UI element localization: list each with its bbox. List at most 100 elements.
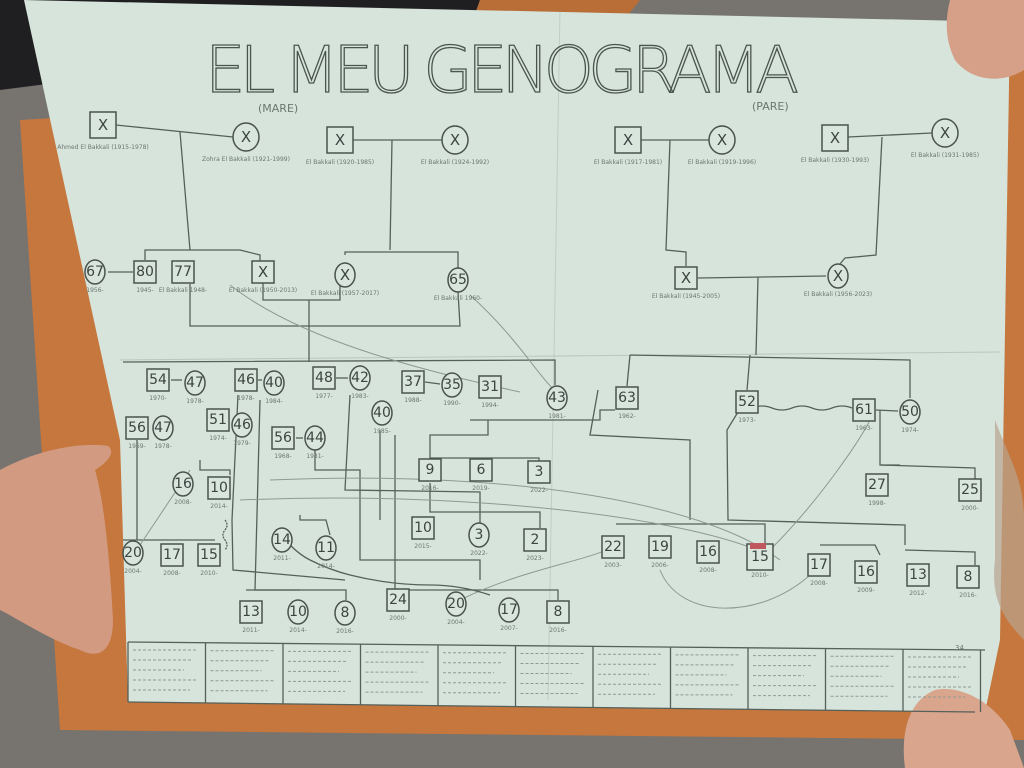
person-caption: Ahmed El Bakkali (1915-1978) xyxy=(57,144,148,151)
deceased-mark: X xyxy=(940,124,950,142)
age-label: 77 xyxy=(174,264,192,280)
person-caption: 1981- xyxy=(306,453,323,460)
paper-sheet xyxy=(24,0,1010,712)
deceased-mark: X xyxy=(717,131,727,149)
age-label: 16 xyxy=(699,544,717,560)
person-caption: 2007- xyxy=(500,625,517,632)
person-caption: 2014- xyxy=(317,563,334,570)
female-symbol xyxy=(349,365,371,391)
person-node-circle: XEl Bakkali (1957-2017) xyxy=(311,262,379,297)
age-label: 52 xyxy=(738,394,756,410)
deceased-mark: X xyxy=(450,131,460,149)
person-node-square: XEl Bakkali (1917-1981) xyxy=(594,126,662,166)
person-caption: 2003- xyxy=(604,562,621,569)
person-caption: 2015- xyxy=(414,543,431,550)
person-caption: 2008- xyxy=(163,570,180,577)
person-caption: 2004- xyxy=(124,568,141,575)
person-caption: El Bakkali (1919-1996) xyxy=(688,159,756,166)
person-caption: El Bakkali 1960- xyxy=(434,295,482,302)
person-caption: 1968- xyxy=(274,453,291,460)
age-label: 43 xyxy=(548,390,566,406)
age-label: 46 xyxy=(233,417,251,433)
person-caption: El Bakkali (1920-1985) xyxy=(306,159,374,166)
person-caption: 1979- xyxy=(233,440,250,447)
age-label: 65 xyxy=(449,272,467,288)
female-symbol xyxy=(263,370,285,396)
female-symbol xyxy=(498,597,520,623)
male-symbol xyxy=(523,528,547,552)
age-label: 8 xyxy=(554,604,563,620)
person-caption: 2008- xyxy=(810,580,827,587)
female-symbol xyxy=(445,591,467,617)
paper-fold xyxy=(119,351,1001,361)
age-label: 2 xyxy=(531,532,540,548)
left-hand xyxy=(0,444,113,654)
age-label: 22 xyxy=(604,539,622,555)
male-symbol xyxy=(958,478,982,502)
female-symbol xyxy=(827,263,849,289)
age-label: 17 xyxy=(163,547,181,563)
age-label: 40 xyxy=(265,375,283,391)
male-symbol xyxy=(411,516,435,540)
person-caption: 2010- xyxy=(200,570,217,577)
person-node-circle: XEl Bakkali (1956-2023) xyxy=(804,263,872,298)
age-label: 35 xyxy=(443,377,461,393)
female-symbol xyxy=(315,535,337,561)
person-caption: El Bakkali (1957-2017) xyxy=(311,290,379,297)
male-symbol xyxy=(239,600,263,624)
female-symbol xyxy=(708,125,736,155)
person-caption: 1970- xyxy=(149,395,166,402)
age-label: 40 xyxy=(373,405,391,421)
age-label: 47 xyxy=(186,375,204,391)
male-symbol xyxy=(854,560,878,584)
person-caption: 2019- xyxy=(472,485,489,492)
age-label: 15 xyxy=(751,549,769,565)
female-symbol xyxy=(371,400,393,426)
age-label: 9 xyxy=(426,462,435,478)
male-symbol xyxy=(326,126,354,154)
person-caption: 1990- xyxy=(443,400,460,407)
age-label: 13 xyxy=(242,604,260,620)
age-label: 56 xyxy=(274,430,292,446)
person-caption: 1977- xyxy=(315,393,332,400)
deceased-mark: X xyxy=(833,267,843,285)
male-symbol xyxy=(469,458,493,482)
age-label: 11 xyxy=(317,540,335,556)
male-symbol xyxy=(807,553,831,577)
male-symbol xyxy=(615,386,639,410)
person-caption: 1978- xyxy=(237,395,254,402)
male-symbol xyxy=(206,408,230,432)
person-caption: 2011- xyxy=(273,555,290,562)
female-symbol xyxy=(184,370,206,396)
male-symbol xyxy=(271,426,295,450)
person-node-square: XEl Bakkali (1945-2005) xyxy=(652,266,720,300)
red-marker xyxy=(750,543,766,549)
age-label: 16 xyxy=(857,564,875,580)
female-symbol xyxy=(271,527,293,553)
person-caption: El Bakkali (1950-2013) xyxy=(229,287,297,294)
person-node-square: XEl Bakkali (1920-1985) xyxy=(306,126,374,166)
person-caption: 2000- xyxy=(961,505,978,512)
age-label: 10 xyxy=(210,480,228,496)
person-caption: El Bakkali 1948- xyxy=(159,287,207,294)
person-caption: 2016- xyxy=(336,628,353,635)
age-label: 15 xyxy=(200,547,218,563)
person-caption: El Bakkali (1930-1993) xyxy=(801,157,869,164)
